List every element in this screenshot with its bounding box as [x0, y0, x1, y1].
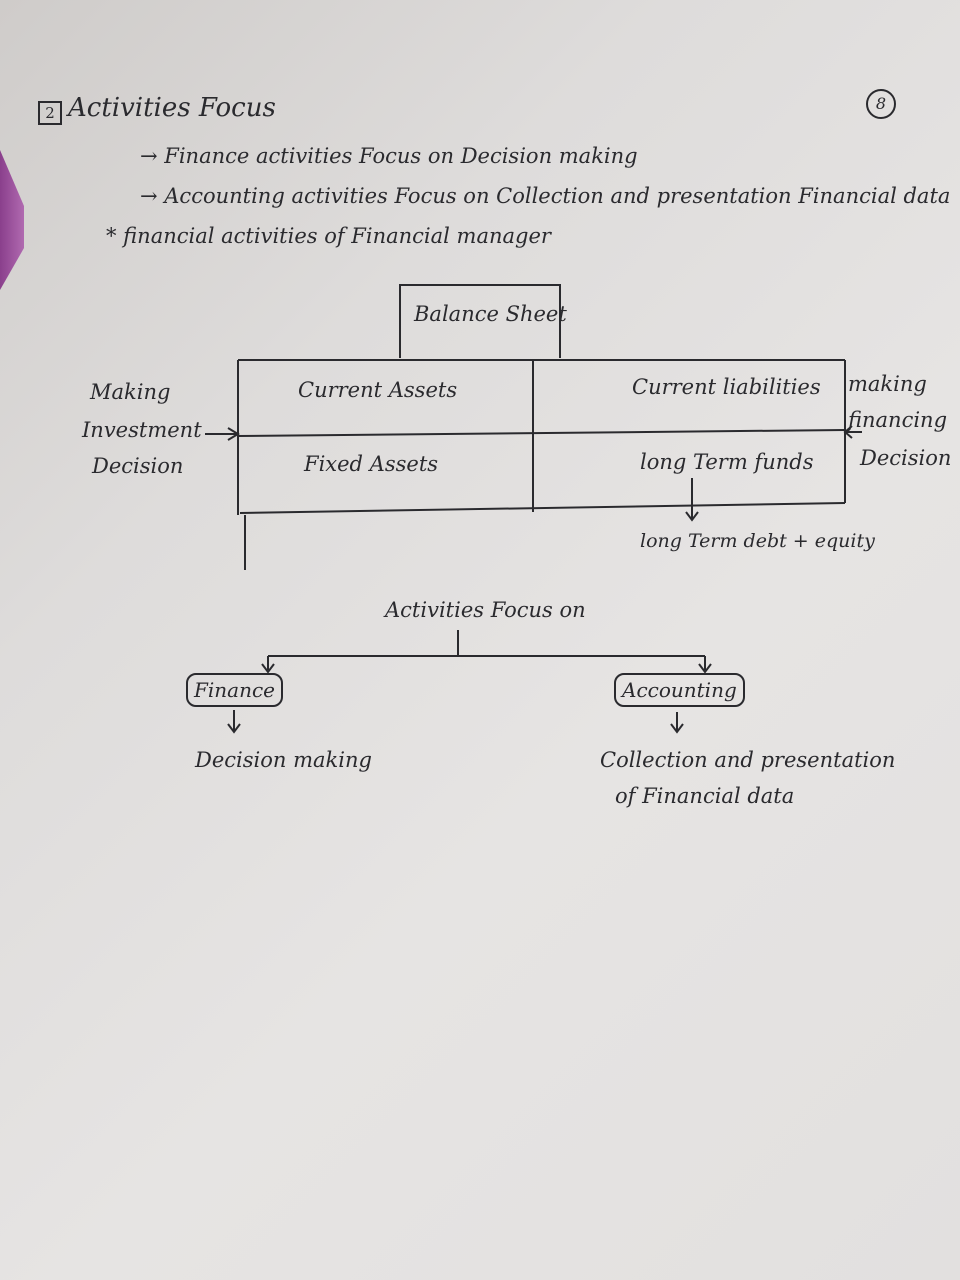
accounting-leaf-line-1: Collection and presentation — [600, 748, 896, 772]
current-liabilities-cell: Current liabilities — [632, 375, 821, 399]
page-number-badge: 8 — [866, 89, 896, 119]
long-term-debt-equity: long Term debt + equity — [640, 530, 875, 552]
tree-root: Activities Focus on — [385, 598, 586, 622]
balance-sheet-title: Balance Sheet — [414, 302, 567, 326]
finance-node: Finance — [186, 673, 283, 707]
bullet-finance: → Finance activities Focus on Decision m… — [140, 144, 638, 168]
section-title: Activities Focus — [68, 93, 276, 123]
fixed-assets-cell: Fixed Assets — [304, 452, 439, 476]
left-label-line-1: Making — [90, 380, 171, 404]
finance-leaf: Decision making — [195, 748, 372, 772]
right-label-line-1: making — [848, 372, 927, 396]
section-number-box: 2 — [38, 101, 62, 125]
right-label-line-3: Decision — [860, 446, 952, 470]
accounting-node: Accounting — [614, 673, 745, 707]
left-label-line-2: Investment — [82, 418, 202, 442]
current-assets-cell: Current Assets — [298, 378, 458, 402]
star-note: * financial activities of Financial mana… — [106, 224, 551, 248]
bullet-accounting: → Accounting activities Focus on Collect… — [140, 184, 951, 208]
long-term-funds-cell: long Term funds — [640, 450, 814, 474]
right-label-line-2: financing — [848, 408, 948, 432]
left-label-line-3: Decision — [92, 454, 184, 478]
accounting-leaf-line-2: of Financial data — [615, 784, 795, 808]
